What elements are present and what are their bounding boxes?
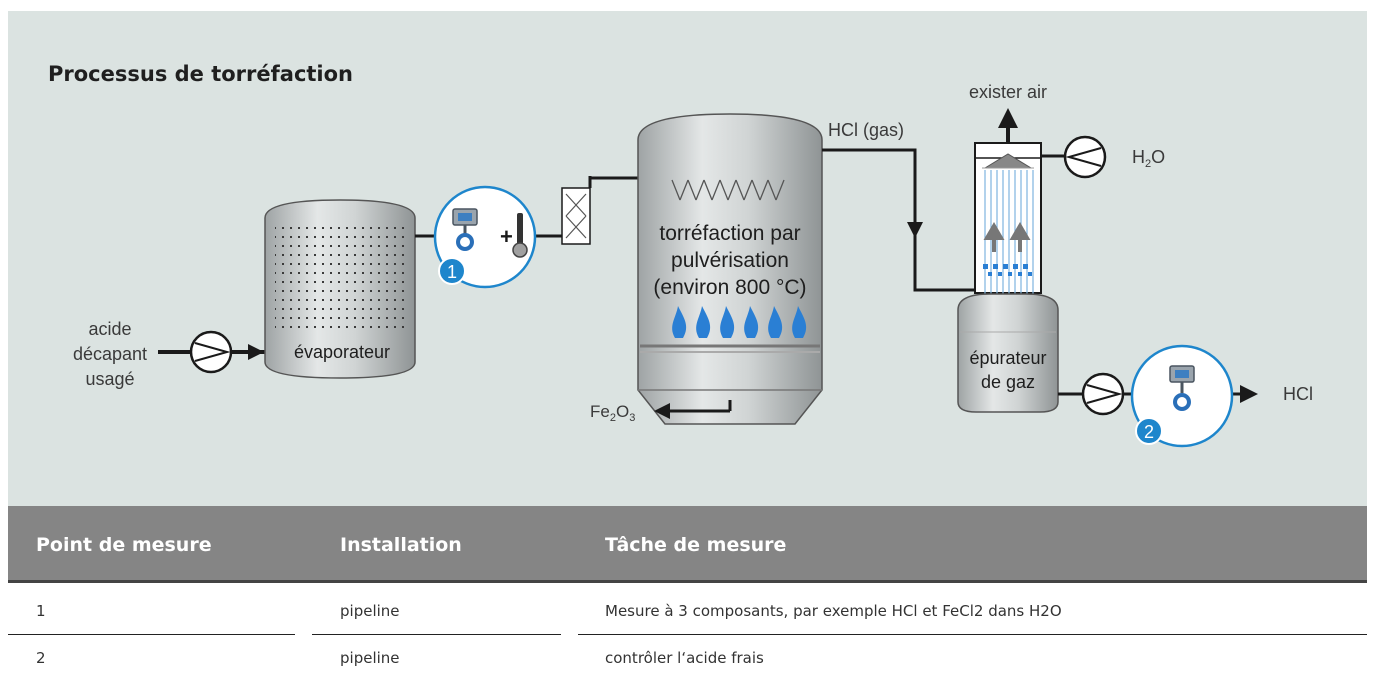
acid-label-2: décapant bbox=[73, 344, 147, 364]
badge-2: 2 bbox=[1135, 417, 1163, 445]
diagram-title: Processus de torréfaction bbox=[48, 62, 354, 86]
water-pump-icon bbox=[1063, 135, 1107, 179]
acid-label-1: acide bbox=[88, 319, 131, 339]
analyzer-icon bbox=[1169, 365, 1195, 411]
row-divider bbox=[8, 634, 295, 635]
scrubber-label-2: de gaz bbox=[981, 372, 1035, 392]
analyzer-icon bbox=[452, 208, 478, 251]
roaster-label-2: pulvérisation bbox=[671, 249, 789, 272]
cell-point: 2 bbox=[36, 649, 46, 667]
svg-text:+: + bbox=[500, 224, 513, 249]
roaster-label-1: torréfaction par bbox=[659, 222, 800, 245]
exhaust-arrow-icon bbox=[998, 108, 1018, 143]
spray-nozzles-icon bbox=[671, 179, 785, 201]
inlet-pump-icon bbox=[189, 330, 233, 374]
evaporator-label: évaporateur bbox=[294, 342, 390, 362]
header-task: Tâche de mesure bbox=[605, 534, 787, 556]
burner-flames-icon bbox=[672, 306, 807, 338]
cell-task: Mesure à 3 composants, par exemple HCl e… bbox=[605, 602, 1062, 620]
header-installation: Installation bbox=[340, 534, 462, 556]
cell-point: 1 bbox=[36, 602, 46, 620]
process-diagram: acide décapant usagé évaporateur + 1 bbox=[73, 82, 1313, 448]
cell-installation: pipeline bbox=[340, 649, 400, 667]
scrubber-label-1: épurateur bbox=[969, 348, 1046, 368]
inlet-arrow-icon bbox=[248, 344, 264, 360]
cell-task: contrôler l‘acide frais bbox=[605, 649, 764, 667]
fe2o3-label: Fe2O3 bbox=[590, 402, 635, 424]
table-row: 1 pipeline Mesure à 3 composants, par ex… bbox=[0, 588, 1375, 635]
fe-arrow-icon bbox=[654, 403, 670, 419]
cell-installation: pipeline bbox=[340, 602, 400, 620]
hcl-gas-label: HCl (gas) bbox=[828, 120, 904, 140]
roaster-label-3: (environ 800 °C) bbox=[653, 276, 806, 299]
probe-icon bbox=[512, 213, 528, 258]
evaporator-vessel bbox=[264, 199, 416, 379]
exhaust-label: exister air bbox=[969, 82, 1047, 102]
row-divider bbox=[578, 634, 1367, 635]
hcl-out-label: HCl bbox=[1283, 384, 1313, 404]
table-row: 2 pipeline contrôler l‘acide frais bbox=[0, 635, 1375, 682]
badge-1: 1 bbox=[438, 257, 466, 285]
row-divider bbox=[312, 634, 561, 635]
table-header: Point de mesure Installation Tâche de me… bbox=[8, 506, 1367, 583]
hcl-out-arrow-icon bbox=[1240, 385, 1258, 403]
hcl-gas-line bbox=[822, 148, 982, 292]
scrubber-column bbox=[957, 142, 1059, 413]
water-label: H2O bbox=[1132, 147, 1165, 170]
svg-text:2: 2 bbox=[1144, 422, 1154, 442]
outlet-pump-icon bbox=[1081, 372, 1125, 416]
header-point: Point de mesure bbox=[36, 534, 212, 556]
acid-label-3: usagé bbox=[85, 369, 134, 389]
svg-text:1: 1 bbox=[447, 262, 457, 282]
